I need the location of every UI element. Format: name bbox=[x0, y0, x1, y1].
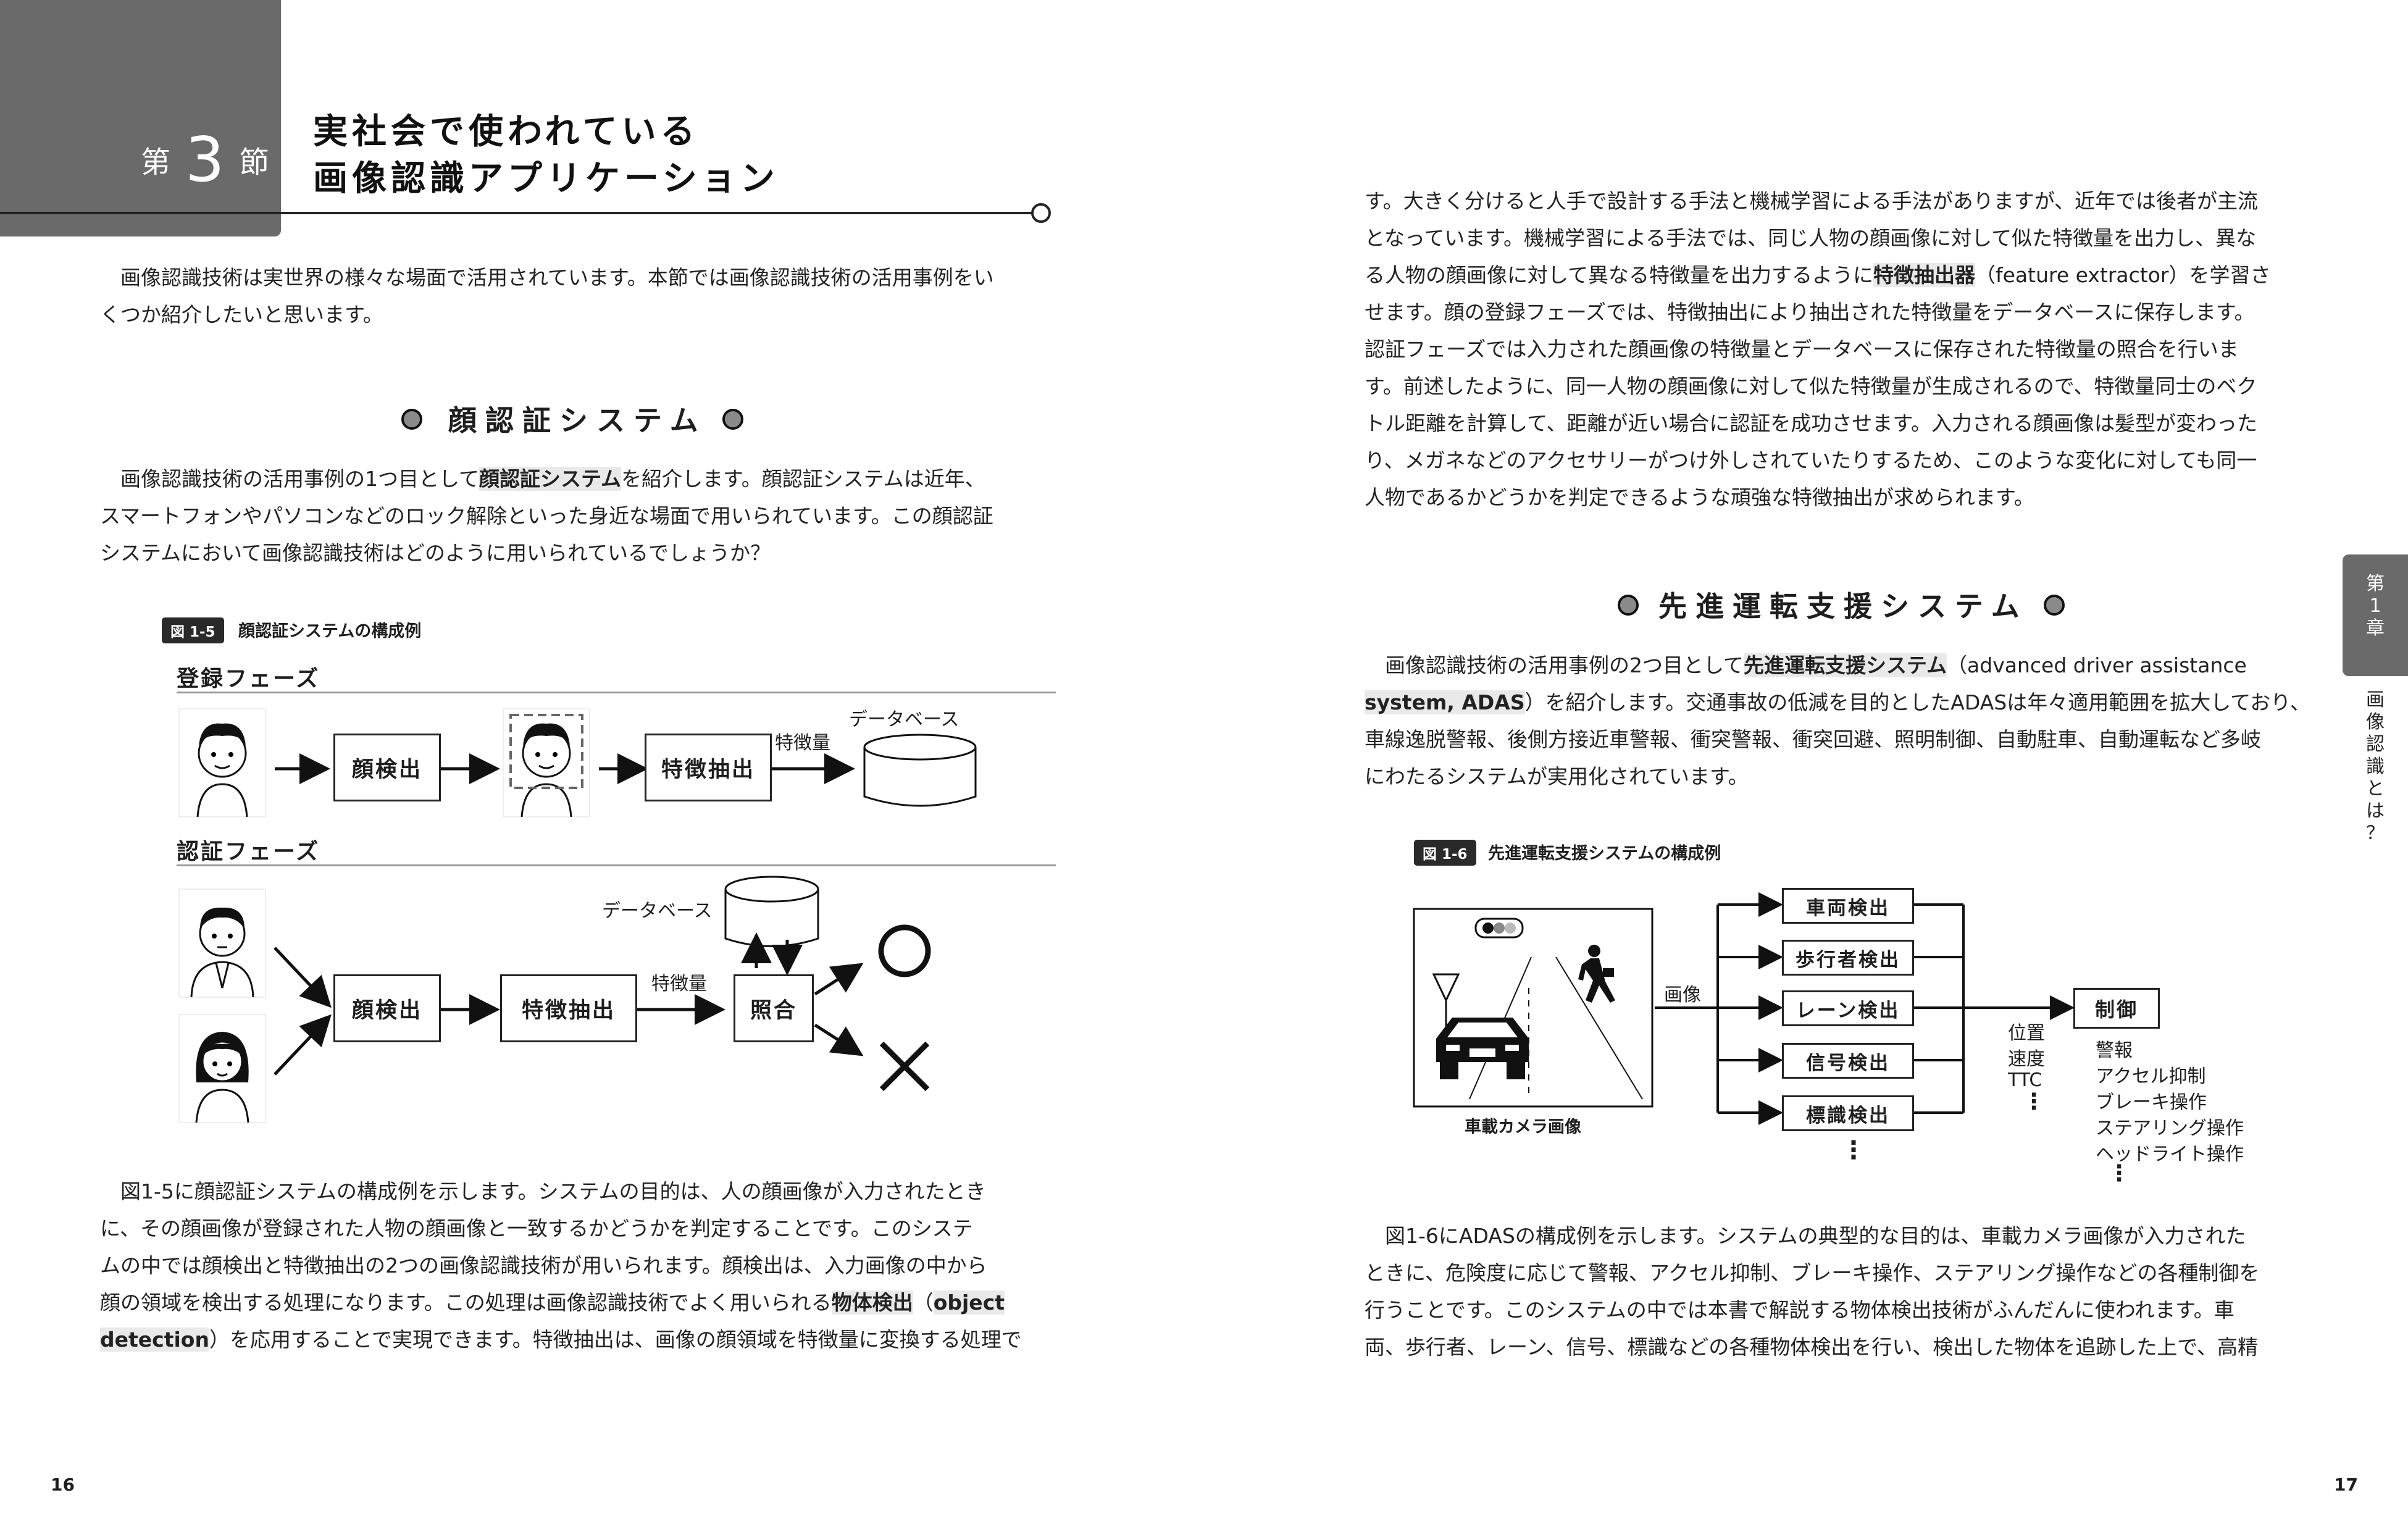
page-number-left: 16 bbox=[51, 1474, 75, 1495]
match-box: 照合 bbox=[734, 974, 814, 1042]
page-number-right: 17 bbox=[2334, 1474, 2358, 1495]
paragraph-line: 図1-5に顔認証システムの構成例を示します。システムの目的は、人の顔画像が入力さ… bbox=[100, 1179, 986, 1203]
section-title-line1: 実社会で使われている bbox=[313, 112, 700, 152]
vehicle-detect-box: 車両検出 bbox=[1782, 888, 1914, 924]
paragraph-line: 図1-6にADASの構成例を示します。システムの典型的な目的は、車載カメラ画像が… bbox=[1365, 1224, 2246, 1248]
feature-extract-box: 特徴抽出 bbox=[645, 734, 772, 801]
paragraph-line: 行うことです。このシステムの中では本書で解説する物体検出技術がふんだんに使われま… bbox=[1365, 1298, 2235, 1322]
paragraph-line: システムにおいて画像認識技術はどのように用いられているでしょうか？ bbox=[100, 541, 771, 565]
heading-face-auth: 顔認証システム bbox=[448, 404, 707, 437]
actions-ellipsis: ⋮ bbox=[2108, 1161, 2130, 1186]
database-label: データベース bbox=[602, 900, 713, 922]
paragraph-line: にわたるシステムが実用化されています。 bbox=[1365, 764, 1749, 788]
action-item: ヘッドライト操作 bbox=[2096, 1144, 2244, 1165]
heading-bullet bbox=[722, 409, 743, 430]
pedestrian-icon bbox=[1578, 945, 1615, 1003]
paragraph-line: となっています。機械学習による手法では、同じ人物の顔画像に対して似た特徴量を出力… bbox=[1365, 226, 2257, 250]
database-cylinder bbox=[863, 734, 977, 807]
paragraph-line: 画像認識技術の活用事例の2つ目として先進運転支援システム（advanced dr… bbox=[1365, 653, 2247, 677]
paragraph-line: 顔の領域を検出する処理になります。この処理は画像認識技術でよく用いられる物体検出… bbox=[100, 1290, 1005, 1315]
image-label: 画像 bbox=[1664, 984, 1701, 1006]
figure-caption: 顔認証システムの構成例 bbox=[238, 622, 422, 641]
paragraph-line: 認証フェーズでは入力された顔画像の特徴量とデータベースに保存された特徴量の照合を… bbox=[1365, 337, 2239, 361]
section-digit: 3 bbox=[185, 123, 226, 196]
phase-rule bbox=[177, 692, 1056, 693]
paragraph-line: ときに、危険度に応じて警報、アクセル抑制、ブレーキ操作、ステアリング操作などの各… bbox=[1365, 1261, 2260, 1285]
face-detect-box: 顔検出 bbox=[333, 974, 441, 1042]
paragraph-line: トル距離を計算して、距離が近い場合に認証を成功させます。入力される顔画像は髪型が… bbox=[1365, 411, 2258, 435]
paragraph-line: system, ADAS）を紹介します。交通事故の低減を目的としたADASは年々… bbox=[1365, 690, 2310, 714]
paragraph-line: ムの中では顔検出と特徴抽出の2つの画像認識技術が用いられます。顔検出は、入力画像… bbox=[100, 1253, 987, 1278]
paragraph-line: る人物の顔画像に対して異なる特徴量を出力するように特徴抽出器（feature e… bbox=[1365, 263, 2271, 287]
signal-detect-box: 信号検出 bbox=[1782, 1043, 1914, 1079]
face-woman-illustration bbox=[178, 1014, 266, 1123]
database-cylinder bbox=[724, 876, 819, 947]
phase-rule bbox=[177, 864, 1056, 866]
paragraph-line: せます。顔の登録フェーズでは、特徴抽出により抽出された特徴量をデータベースに保存… bbox=[1365, 300, 2255, 324]
paragraph-line: detection）を応用することで実現できます。特徴抽出は、画像の顔領域を特徴… bbox=[100, 1328, 1022, 1352]
title-rule bbox=[0, 212, 1032, 214]
heading-bullet bbox=[401, 409, 422, 430]
face-man-illustration bbox=[178, 889, 266, 998]
section-suffix: 節 bbox=[239, 145, 270, 180]
sign-detect-box: 標識検出 bbox=[1782, 1095, 1914, 1131]
title-rule-end bbox=[1031, 203, 1051, 223]
heading-bullet bbox=[2044, 595, 2065, 616]
feature-extract-box: 特徴抽出 bbox=[500, 974, 637, 1042]
authentication-phase-label: 認証フェーズ bbox=[177, 839, 320, 864]
paragraph-line: 画像認識技術の活用事例の1つ目として顔認証システムを紹介します。顔認証システムは… bbox=[100, 467, 985, 491]
intro-line: くつか紹介したいと思います。 bbox=[100, 303, 383, 327]
paragraph-line: 人物であるかどうかを判定できるような頑強な特徴抽出が求められます。 bbox=[1365, 485, 2034, 509]
feature-label: 特徴量 bbox=[651, 973, 707, 995]
output-ttc: TTC bbox=[2008, 1069, 2042, 1091]
face-auth-diagram bbox=[178, 708, 977, 1123]
action-item: アクセル抑制 bbox=[2096, 1066, 2206, 1087]
section-prefix: 第 bbox=[141, 145, 172, 180]
paragraph-line: スマートフォンやパソコンなどのロック解除といった身近な場面で用いられています。こ… bbox=[100, 504, 993, 528]
outputs-ellipsis: ⋮ bbox=[2023, 1089, 2045, 1115]
car-icon bbox=[1436, 1018, 1529, 1079]
heading-adas: 先進運転支援システム bbox=[1658, 590, 2028, 623]
section-tab bbox=[0, 0, 281, 236]
registration-phase-label: 登録フェーズ bbox=[177, 666, 320, 692]
section-title-line2: 画像認識アプリケーション bbox=[313, 159, 779, 199]
paragraph-line: に、その顔画像が登録された人物の顔画像と一致するかどうかを判定することです。この… bbox=[100, 1216, 973, 1240]
match-fail-icon bbox=[879, 1041, 930, 1092]
figure-tag: 図 1-6 bbox=[1414, 840, 1476, 866]
database-label: データベース bbox=[849, 709, 959, 730]
paragraph-line: す。前述したように、同一人物の顔画像に対して似た特徴量が生成されるので、特徴量同… bbox=[1365, 374, 2257, 398]
intro-line: 画像認識技術は実世界の様々な場面で活用されています。本節では画像認識技術の活用事… bbox=[100, 266, 994, 290]
match-success-icon bbox=[878, 924, 931, 977]
detectors-ellipsis: ⋮ bbox=[1841, 1136, 1866, 1165]
paragraph-line: 両、歩行者、レーン、信号、標識などの各種物体検出を行い、検出した物体を追跡した上… bbox=[1365, 1335, 2259, 1359]
control-box: 制御 bbox=[2073, 988, 2160, 1029]
output-speed: 速度 bbox=[2008, 1048, 2045, 1070]
action-item: ステアリング操作 bbox=[2096, 1118, 2244, 1139]
chapter-title-vertical: 画像認識とは？ bbox=[2366, 689, 2385, 844]
paragraph-line: り、メガネなどのアクセサリーがつけ外しされていたりするため、このような変化に対し… bbox=[1365, 448, 2257, 472]
output-position: 位置 bbox=[2008, 1023, 2045, 1044]
figure-caption: 先進運転支援システムの構成例 bbox=[1488, 844, 1721, 863]
paragraph-line: 車線逸脱警報、後側方接近車警報、衝突警報、衝突回避、照明制御、自動駐車、自動運転… bbox=[1365, 727, 2261, 751]
heading-bullet bbox=[1618, 595, 1639, 616]
adas-diagram bbox=[1413, 892, 2075, 1125]
face-illustration bbox=[178, 708, 266, 818]
face-detect-box: 顔検出 bbox=[333, 734, 441, 801]
paragraph-line: す。大きく分けると人手で設計する手法と機械学習による手法がありますが、近年では後… bbox=[1365, 189, 2259, 213]
action-item: 警報 bbox=[2096, 1040, 2133, 1061]
detected-face bbox=[503, 708, 590, 818]
camera-label: 車載カメラ画像 bbox=[1465, 1118, 1581, 1137]
pedestrian-detect-box: 歩行者検出 bbox=[1782, 940, 1914, 976]
feature-label: 特徴量 bbox=[775, 732, 830, 754]
lane-detect-box: レーン検出 bbox=[1782, 990, 1914, 1026]
action-item: ブレーキ操作 bbox=[2096, 1092, 2207, 1113]
figure-tag: 図 1-5 bbox=[162, 617, 224, 643]
